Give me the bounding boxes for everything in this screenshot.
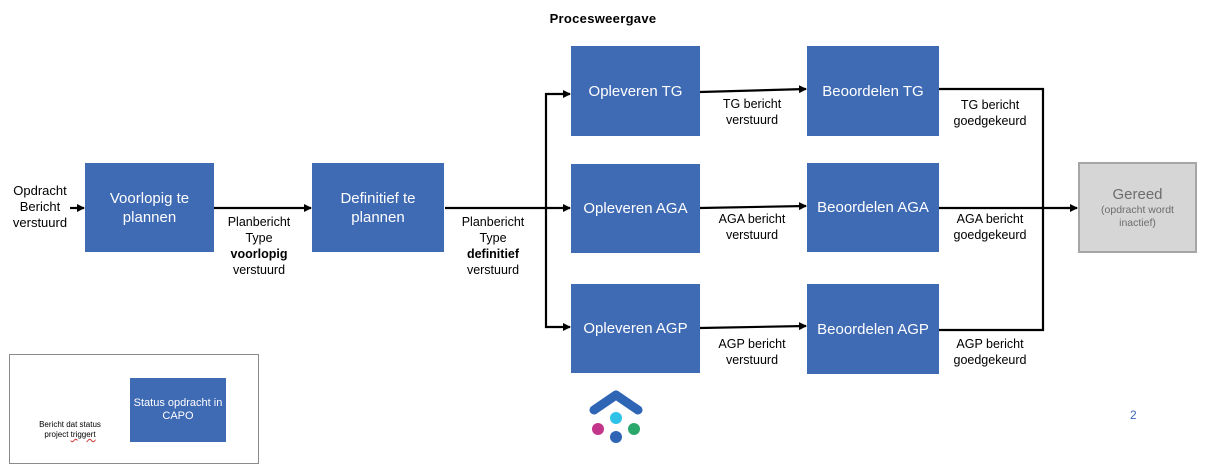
- page-title: Procesweergave: [549, 11, 657, 26]
- arrow-tg-sent: [699, 85, 807, 94]
- gereed-title: Gereed: [1112, 185, 1163, 203]
- arrow-aga-sent: [699, 202, 807, 211]
- label-aga-sent: AGA bericht verstuurd: [718, 212, 786, 242]
- arrow-agp-approved: [939, 208, 1045, 332]
- arrow-tg-approved: [939, 87, 1045, 208]
- box-opleveren-tg: Opleveren TG: [571, 46, 700, 136]
- label-agp-approved: AGP bericht goedgekeurd: [953, 337, 1027, 367]
- capo-logo: [589, 390, 643, 443]
- box-beoordelen-agp: Beoordelen AGP: [807, 284, 939, 374]
- box-beoordelen-tg: Beoordelen TG: [807, 46, 939, 136]
- arrow-split-to-agp: [544, 208, 571, 331]
- legend-arrow-label: Bericht dat status project triggert: [39, 420, 101, 439]
- label-agp-sent: AGP bericht verstuurd: [718, 337, 786, 367]
- logo-dot-blue: [610, 431, 622, 443]
- box-beoordelen-aga: Beoordelen AGA: [807, 163, 939, 252]
- box-voorlopig-te-plannen: Voorlopig te plannen: [85, 163, 214, 252]
- box-opleveren-aga: Opleveren AGA: [571, 164, 700, 253]
- page-number: 2: [1130, 408, 1137, 422]
- label-plan-definitief: Planbericht Type definitief verstuurd: [461, 215, 525, 277]
- label-tg-sent: TG bericht verstuurd: [722, 97, 782, 127]
- logo-dot-green: [628, 423, 640, 435]
- gereed-subtitle: (opdracht wordt inactief): [1101, 203, 1174, 229]
- box-definitief-te-plannen: Definitief te plannen: [312, 163, 444, 252]
- arrow-split-to-tg: [544, 90, 571, 208]
- legend-status-box: Status opdracht in CAPO: [130, 378, 226, 442]
- logo-chevron: [589, 390, 643, 415]
- start-label: Opdracht Bericht verstuurd: [12, 183, 68, 230]
- box-gereed: Gereed (opdracht wordt inactief): [1078, 162, 1197, 253]
- label-plan-voorlopig: Planbericht Type voorlopig verstuurd: [227, 215, 291, 277]
- logo-dot-cyan: [610, 412, 622, 424]
- label-tg-approved: TG bericht goedgekeurd: [953, 98, 1027, 128]
- arrow-agp-sent: [699, 322, 807, 331]
- logo-dot-pink: [592, 423, 604, 435]
- label-aga-approved: AGA bericht goedgekeurd: [953, 212, 1027, 242]
- box-opleveren-agp: Opleveren AGP: [571, 284, 700, 373]
